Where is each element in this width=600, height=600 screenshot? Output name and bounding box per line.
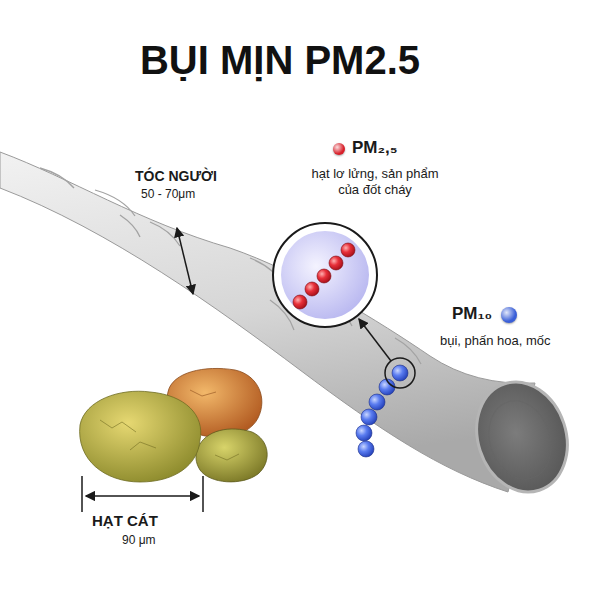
sand-grains-part (196, 429, 267, 482)
sand-width-dimension (82, 476, 203, 512)
pm25-particles-part (305, 282, 319, 296)
hair-scales-part (40, 168, 74, 188)
pm10-particles-part (361, 409, 377, 425)
particle-description: hạt lơ lửng, sản phẩm của đốt cháy (300, 166, 450, 197)
part-name: TÓC NGƯỜI (135, 168, 217, 185)
pm25-particles-part (293, 295, 307, 309)
pm10-particles (356, 365, 408, 457)
sand-grains-part (80, 391, 201, 482)
pm10-particles-part (356, 425, 372, 441)
pm25-particles-part (329, 256, 343, 270)
sand-texture-part (100, 420, 136, 432)
dimension-label: 90 μm (122, 533, 156, 547)
sand-texture-part (130, 442, 156, 450)
legend-swatch (501, 307, 517, 323)
hair-width-dimension (177, 228, 193, 294)
pm25-particles (293, 243, 355, 309)
legend-swatch (333, 143, 345, 155)
sand-width-dimension-part (86, 495, 199, 497)
magnifier-part (359, 319, 391, 361)
pm10-particles-part (369, 394, 385, 410)
magnifier-part (273, 223, 377, 327)
sand-grains (80, 368, 268, 482)
magnifier-part (385, 358, 415, 388)
part-name: HẠT CÁT (92, 512, 158, 530)
diagram-title: BỤI MỊN PM2.5 (0, 36, 560, 84)
hair-scales-part (150, 222, 180, 246)
hair-scales-part (95, 190, 135, 216)
hair-strand-part (479, 393, 561, 488)
pm25-particles-part (341, 243, 355, 257)
hair-strand-part (463, 370, 581, 504)
magnifier (273, 223, 415, 388)
hair-strand-part (0, 152, 535, 492)
dimension-label: 50 - 70μm (141, 187, 195, 201)
particle-description: bụi, phấn hoa, mốc (440, 333, 551, 349)
hair-width-dimension-part (177, 228, 193, 294)
sand-texture-part (215, 454, 239, 460)
sand-width-dimension-part (202, 476, 204, 512)
hair-scales (40, 168, 421, 364)
sand-texture (100, 390, 239, 460)
sand-texture-part (190, 390, 216, 396)
sand-width-dimension-part (81, 476, 83, 512)
hair-scales-part (120, 215, 140, 237)
hair-strand (0, 152, 581, 504)
pm25-particles-part (317, 269, 331, 283)
pm10-particles-part (358, 441, 374, 457)
pm10-particles-part (392, 365, 408, 381)
legend-text: PM₁₀ (452, 304, 492, 324)
legend-text: PM₂,₅ (352, 138, 398, 158)
magnifier-part (281, 231, 369, 319)
